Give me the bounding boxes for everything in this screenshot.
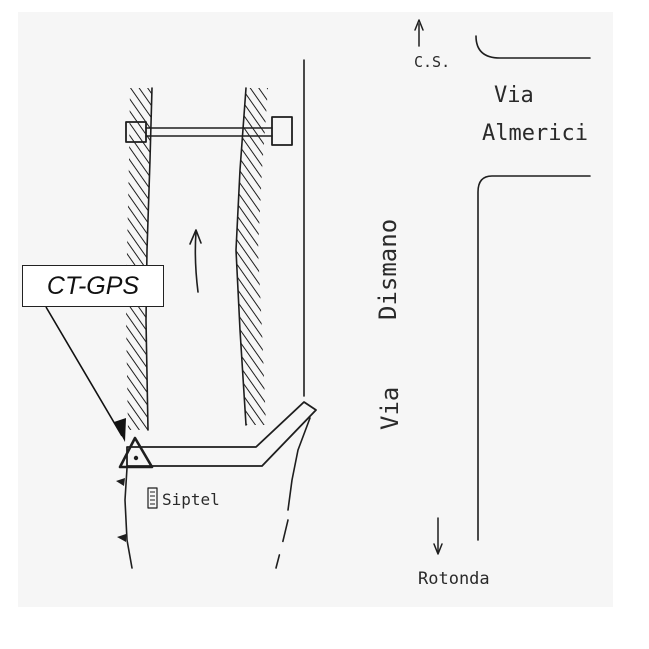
boundary-wall [124, 467, 133, 569]
right-embankment-hatching [236, 88, 268, 425]
south-arrow-rotonda-icon [433, 517, 443, 555]
north-arrow-cs-icon [414, 19, 424, 47]
via-almerici-south-edge [477, 175, 591, 541]
gps-station-icon [118, 436, 154, 469]
direction-arrow-icon [189, 229, 202, 293]
rotonda-label: Rotonda [418, 569, 490, 589]
siptel-marker-icon [147, 487, 158, 509]
cs-label: C.S. [414, 53, 450, 71]
siptel-label: Siptel [162, 490, 220, 509]
left-embankment-hatching [126, 88, 152, 430]
callout-pointer [45, 306, 126, 442]
crossing-bar [125, 116, 293, 146]
wall-tick [117, 534, 126, 542]
via-label-almerici: Via [494, 83, 534, 108]
platform-outline [126, 401, 317, 467]
dismano-label: Dismano [374, 219, 402, 320]
right-embankment-edge [235, 87, 247, 426]
ct-gps-callout-label: CT-GPS [22, 265, 164, 307]
via-dismano-west-edge-dashed [275, 519, 289, 569]
via-almerici-north-edge [475, 35, 591, 59]
via-dismano-west-edge-lower [287, 417, 311, 511]
wall-tick [116, 478, 125, 486]
paper-sheet [18, 12, 613, 607]
via-label-dismano: Via [376, 387, 404, 430]
almerici-label: Almerici [482, 121, 588, 146]
